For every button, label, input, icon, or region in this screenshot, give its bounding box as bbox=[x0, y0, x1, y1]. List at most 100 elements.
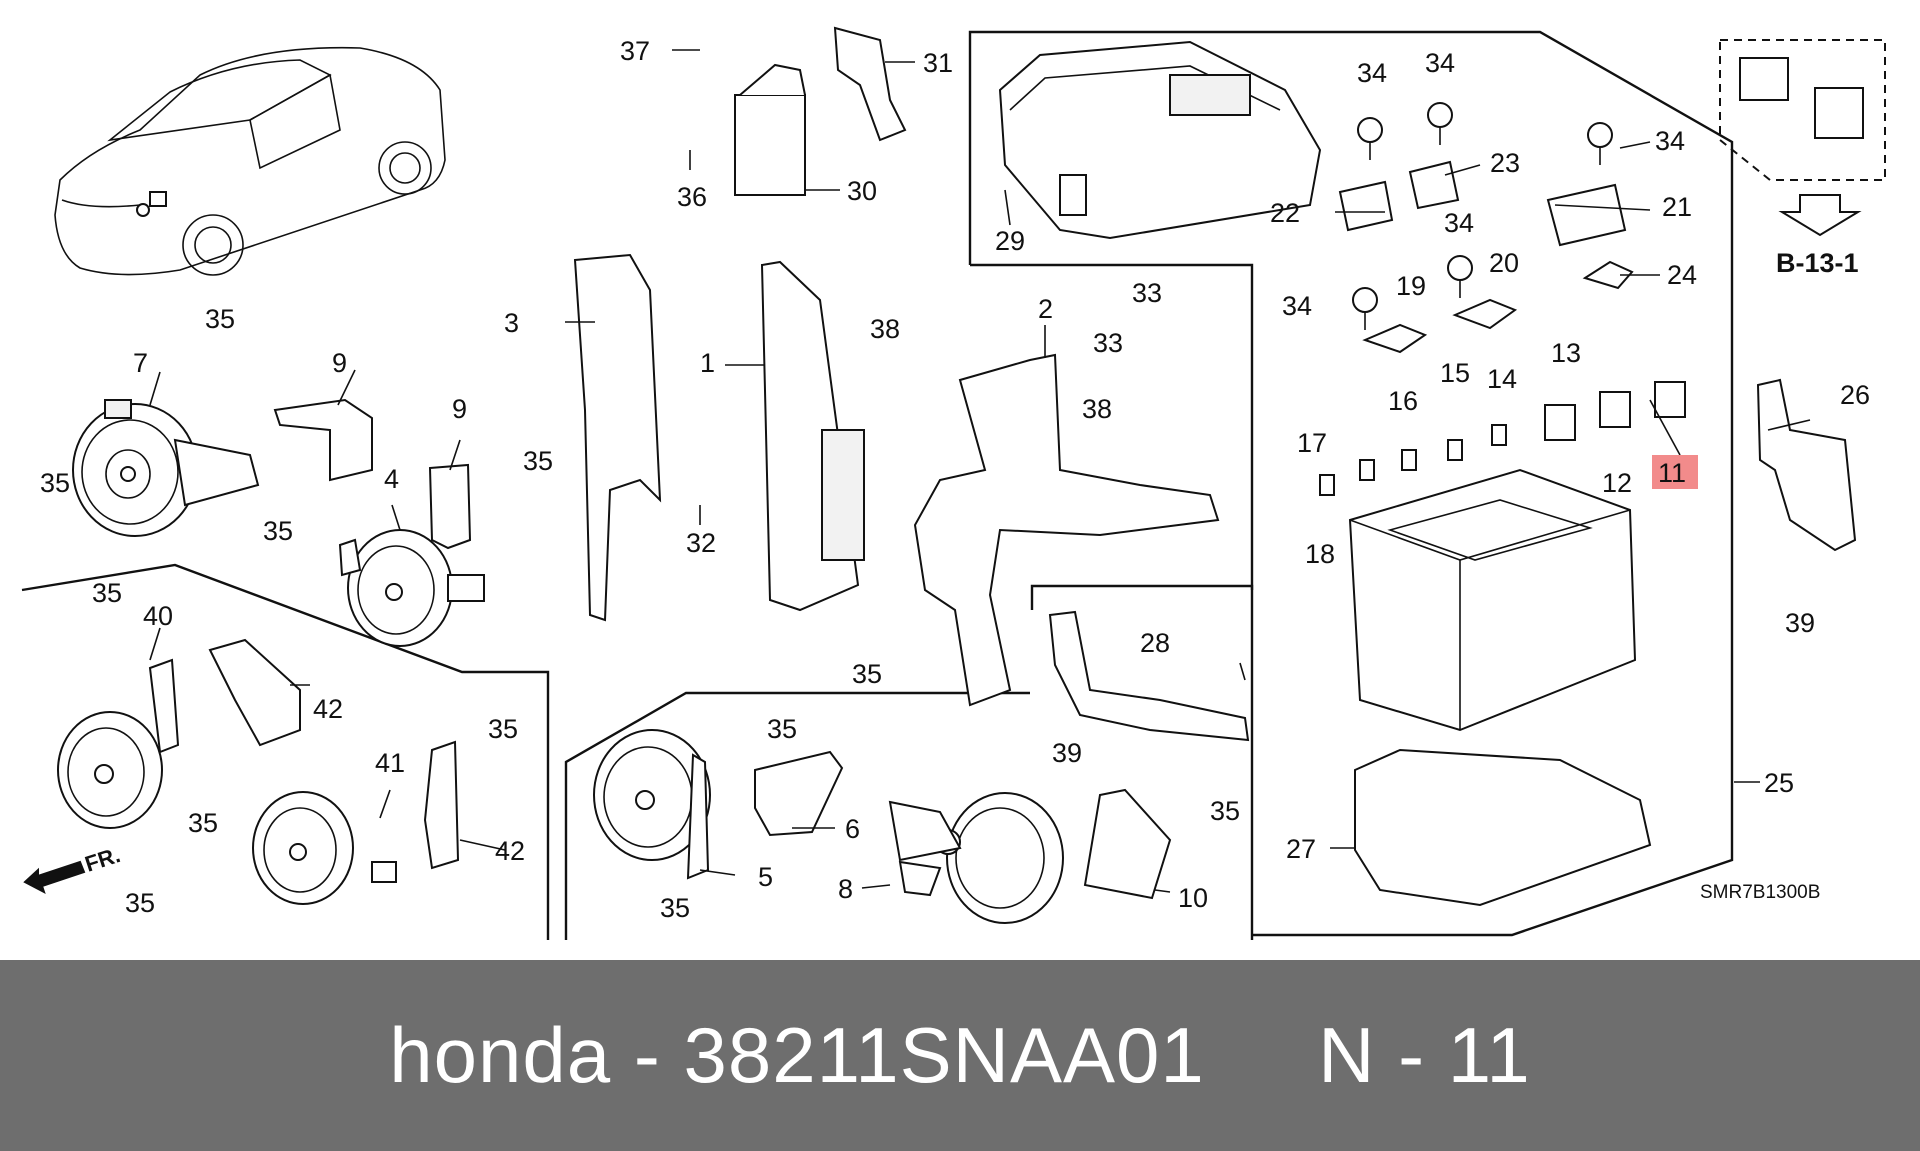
label-8: 8 bbox=[838, 874, 853, 904]
label-34b: 34 bbox=[1425, 48, 1455, 78]
bracket-26 bbox=[1756, 378, 1857, 552]
part-19 bbox=[1362, 323, 1428, 354]
frame-lower-mid bbox=[564, 691, 1030, 940]
label-1: 1 bbox=[700, 348, 715, 378]
cover-3 bbox=[573, 253, 662, 622]
frame-cover bbox=[970, 263, 1254, 590]
control-unit-1 bbox=[760, 260, 865, 612]
label-35c: 35 bbox=[263, 516, 293, 546]
label-2: 2 bbox=[1038, 294, 1053, 324]
label-33b: 33 bbox=[1093, 328, 1123, 358]
bracket-31 bbox=[833, 26, 907, 142]
label-4: 4 bbox=[384, 464, 399, 494]
label-40: 40 bbox=[143, 601, 173, 631]
label-24: 24 bbox=[1667, 260, 1697, 290]
bracket-10 bbox=[1083, 788, 1172, 900]
fuse-box-cover-29 bbox=[998, 40, 1322, 240]
label-7: 7 bbox=[133, 348, 148, 378]
label-23: 23 bbox=[1490, 148, 1520, 178]
fuse-group bbox=[1319, 381, 1686, 496]
label-11: 11 bbox=[1658, 458, 1686, 488]
label-34d: 34 bbox=[1444, 208, 1474, 238]
footer-bar: honda - 38211SNAA01 N - 11 bbox=[0, 960, 1920, 1151]
label-35b: 35 bbox=[40, 468, 70, 498]
label-29: 29 bbox=[995, 226, 1025, 256]
fuse-box-25 bbox=[1348, 468, 1637, 732]
front-arrow bbox=[23, 860, 86, 895]
part-21 bbox=[1546, 183, 1627, 247]
label-9b: 9 bbox=[452, 394, 467, 424]
label-34a: 34 bbox=[1357, 58, 1387, 88]
label-25: 25 bbox=[1764, 768, 1794, 798]
label-16: 16 bbox=[1388, 386, 1418, 416]
horn-lower-left bbox=[57, 658, 180, 829]
label-17: 17 bbox=[1297, 428, 1327, 458]
frame-left-lower bbox=[21, 563, 550, 940]
diagram-svg: 1 2 3 4 5 6 7 8 9 9 10 11 12 13 14 15 16… bbox=[21, 26, 1886, 940]
label-31: 31 bbox=[923, 48, 953, 78]
highlight-11 bbox=[1652, 455, 1698, 489]
bracket-9-lower bbox=[428, 463, 472, 550]
label-13: 13 bbox=[1551, 338, 1581, 368]
label-3: 3 bbox=[504, 308, 519, 338]
horn-8 bbox=[888, 792, 1064, 924]
label-35l: 35 bbox=[1210, 796, 1240, 826]
frame-fuse-box bbox=[968, 30, 1734, 937]
label-39b: 39 bbox=[1785, 608, 1815, 638]
part-20 bbox=[1452, 298, 1518, 330]
label-19: 19 bbox=[1396, 271, 1426, 301]
label-9a: 9 bbox=[332, 348, 347, 378]
label-10: 10 bbox=[1178, 883, 1208, 913]
label-28: 28 bbox=[1140, 628, 1170, 658]
label-30: 30 bbox=[847, 176, 877, 206]
label-35f: 35 bbox=[188, 808, 218, 838]
label-35k: 35 bbox=[660, 893, 690, 923]
car-illustration bbox=[54, 46, 446, 276]
label-36: 36 bbox=[677, 182, 707, 212]
bracket-6 bbox=[754, 750, 844, 837]
leader-lines bbox=[149, 49, 1811, 893]
label-27: 27 bbox=[1286, 834, 1316, 864]
label-15: 15 bbox=[1440, 358, 1470, 388]
label-37: 37 bbox=[620, 36, 650, 66]
label-42b: 42 bbox=[495, 836, 525, 866]
part-24 bbox=[1582, 260, 1634, 290]
label-35i: 35 bbox=[767, 714, 797, 744]
horn-41 bbox=[252, 791, 397, 905]
diagram-code: SMR7B1300B bbox=[1700, 882, 1820, 903]
horn-4 bbox=[338, 529, 485, 647]
label-18: 18 bbox=[1305, 539, 1335, 569]
frame-bracket-28 bbox=[1030, 584, 1254, 940]
bracket-9-upper bbox=[273, 398, 373, 482]
label-32: 32 bbox=[686, 528, 716, 558]
bracket-42-upper bbox=[208, 638, 301, 747]
down-arrow bbox=[1778, 194, 1862, 237]
label-34c: 34 bbox=[1655, 126, 1685, 156]
relays-dashed bbox=[1739, 57, 1864, 139]
label-35a: 35 bbox=[205, 304, 235, 334]
label-21: 21 bbox=[1662, 192, 1692, 222]
label-41: 41 bbox=[375, 748, 405, 778]
label-35d: 35 bbox=[523, 446, 553, 476]
label-35j: 35 bbox=[852, 659, 882, 689]
horn-5 bbox=[593, 729, 711, 880]
bracket-42-lower bbox=[423, 740, 460, 870]
bracket-2 bbox=[913, 353, 1220, 707]
label-39a: 39 bbox=[1052, 738, 1082, 768]
label-12: 12 bbox=[1602, 468, 1632, 498]
label-42a: 42 bbox=[313, 694, 343, 724]
label-38b: 38 bbox=[1082, 394, 1112, 424]
screw-34-group bbox=[1352, 102, 1613, 330]
footer-caption: honda - 38211SNAA01 N - 11 bbox=[389, 1011, 1531, 1099]
front-label: FR. bbox=[82, 842, 123, 877]
label-6: 6 bbox=[845, 814, 860, 844]
relay-30 bbox=[734, 63, 806, 196]
label-5: 5 bbox=[758, 862, 773, 892]
reference-label: B-13-1 bbox=[1776, 248, 1859, 278]
lower-cover-27 bbox=[1354, 748, 1652, 907]
label-22: 22 bbox=[1270, 198, 1300, 228]
parts-diagram: 1 2 3 4 5 6 7 8 9 9 10 11 12 13 14 15 16… bbox=[21, 26, 1886, 940]
part-23 bbox=[1408, 160, 1460, 210]
label-35g: 35 bbox=[488, 714, 518, 744]
bracket-28 bbox=[1048, 610, 1250, 742]
